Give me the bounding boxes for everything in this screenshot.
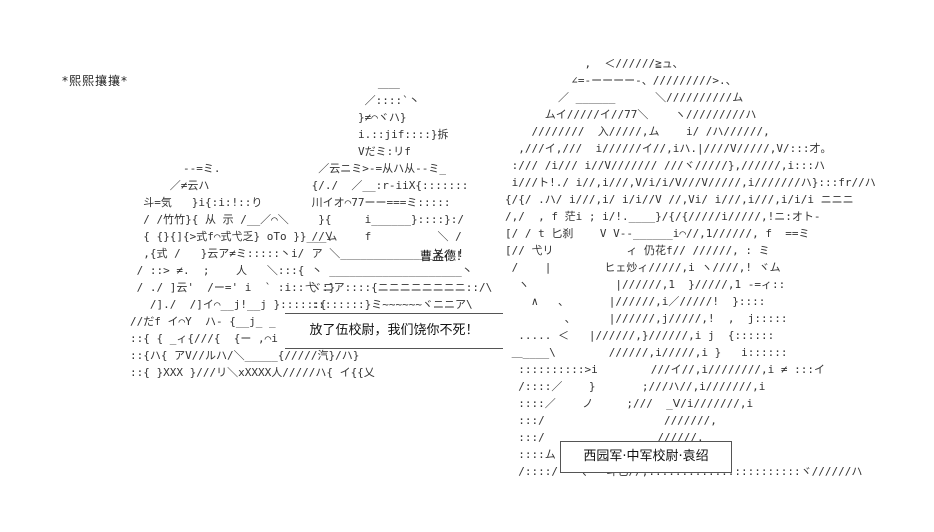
ascii-art-center-figure: ＿＿ ／::::`丶 }≠⌒ヾハ} i.::jif::::}拆 Vだミ:リf ／… <box>305 77 493 311</box>
speaker-label: 曹孟德！ <box>420 249 469 263</box>
character-caption: 西园军·中军校尉·袁绍 <box>560 441 732 473</box>
sound-effect-text: *熙熙攘攘* <box>62 74 129 88</box>
dialogue-bubble: 放了伍校尉，我们饶你不死！ <box>285 313 503 349</box>
ascii-art-right-figure: , ＜//////≧ュ、 ∠=-ーーーー-、/////////>.、 ／ ___… <box>505 57 876 478</box>
ascii-art-left-crowd: --=ミ. ／≠云ハ 斗=気 }i{:i:!::り / /竹竹}{ 从 示 /_… <box>130 162 375 379</box>
